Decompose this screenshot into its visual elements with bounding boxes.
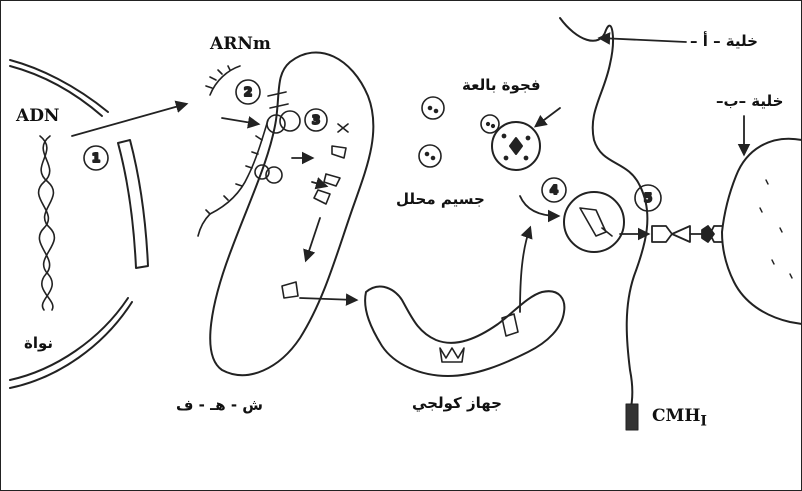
lysosomes (419, 97, 499, 167)
step-2-number: 2 (244, 85, 252, 99)
arrow-dna-to-mrna (72, 104, 186, 136)
phagocytic-vacuole (492, 122, 540, 170)
label-cmh-subscript: I (700, 413, 707, 429)
label-arnm: ARNm (210, 36, 271, 53)
nuclear-envelope-right (118, 140, 148, 268)
step-5-number: 5 (644, 191, 652, 205)
dna-helix (39, 136, 55, 310)
step-3-number: 3 (312, 113, 320, 127)
label-noyau: نواة (24, 336, 53, 351)
arrow-er-down (306, 218, 320, 260)
label-cmh-text: CMH (652, 406, 700, 426)
arrow-to-vacuole (536, 108, 560, 126)
mhc-peptide-complex (652, 226, 714, 242)
golgi-proteins (440, 314, 518, 362)
rough-er (210, 52, 373, 375)
mhc-molecule (626, 404, 638, 430)
step-4-number: 4 (550, 183, 558, 197)
label-vacuole: فجوة بالعة (462, 78, 541, 93)
label-golgi: جهاز كولجي (412, 396, 502, 411)
cell-b-granules (760, 180, 792, 278)
label-cell-a: خلية – أ – (690, 34, 758, 49)
er-proteins (282, 124, 348, 298)
phagolysosome (564, 192, 624, 252)
cell-b-membrane (722, 139, 802, 324)
arrow-vacuole-to-phagolysosome (520, 196, 558, 216)
step-1-number: 1 (92, 151, 100, 165)
label-adn: ADN (16, 108, 59, 125)
arrow-ribosome (222, 118, 258, 124)
label-cmh: CMHI (652, 408, 707, 428)
label-rer: ش - هـ - ف (176, 398, 263, 413)
cell-a-membrane (560, 18, 647, 412)
label-lysosome: جسيم محلل (396, 192, 485, 207)
arrow-er-to-golgi (300, 298, 356, 300)
flow-arrows (72, 38, 744, 312)
label-cell-b: خلية –ب– (716, 94, 783, 109)
golgi-apparatus (365, 287, 564, 376)
